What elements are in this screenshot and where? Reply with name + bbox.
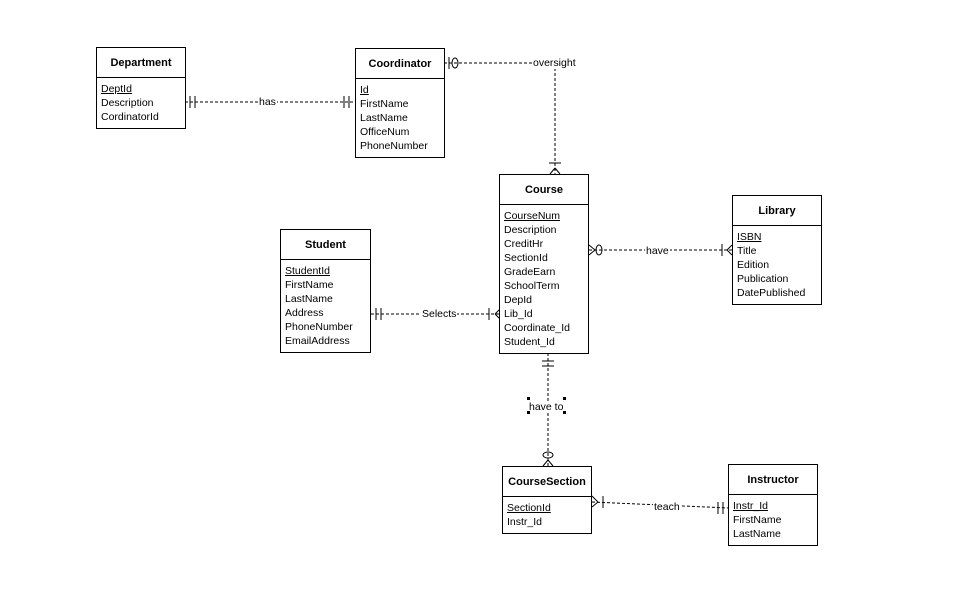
entity-title: Department xyxy=(97,48,185,78)
attribute: FirstName xyxy=(285,279,334,291)
entity-title: Student xyxy=(281,230,370,260)
attribute: DepId xyxy=(504,294,533,306)
selection-handle[interactable] xyxy=(563,411,566,414)
attribute: LastName xyxy=(285,293,333,305)
attribute: SchoolTerm xyxy=(504,280,560,292)
attribute: OfficeNum xyxy=(360,126,410,138)
connector-oversight[interactable] xyxy=(444,57,561,175)
attribute: Title xyxy=(737,245,757,257)
primary-key-attribute: DeptId xyxy=(101,83,132,95)
attribute: PhoneNumber xyxy=(360,140,428,152)
attribute: GradeEarn xyxy=(504,266,556,278)
selection-handle[interactable] xyxy=(527,411,530,414)
rel-label-have: have xyxy=(645,245,670,257)
selection-handle[interactable] xyxy=(527,397,530,400)
attribute: Lib_Id xyxy=(504,308,533,320)
rel-label-selects: Selects xyxy=(421,308,458,320)
attribute: Coordinate_Id xyxy=(504,322,570,334)
entity-title: CourseSection xyxy=(503,467,591,497)
primary-key-attribute: StudentId xyxy=(285,265,330,277)
selection-handle[interactable] xyxy=(563,397,566,400)
attribute: LastName xyxy=(733,528,781,540)
attribute: CordinatorId xyxy=(101,111,159,123)
rel-label-teach: teach xyxy=(653,501,681,513)
rel-label-have-to: have to xyxy=(528,401,565,413)
primary-key-attribute: Id xyxy=(360,84,369,96)
rel-label-has: has xyxy=(258,96,277,108)
attribute: Address xyxy=(285,307,324,319)
attribute: Student_Id xyxy=(504,336,555,348)
attribute: SectionId xyxy=(504,252,548,264)
attribute: LastName xyxy=(360,112,408,124)
attribute: CreditHr xyxy=(504,238,544,250)
attribute: Publication xyxy=(737,273,789,285)
rel-label-oversight: oversight xyxy=(532,57,577,69)
attribute: Edition xyxy=(737,259,770,271)
entity-title: Instructor xyxy=(729,465,817,495)
primary-key-attribute: SectionId xyxy=(507,502,551,514)
attribute: Instr_Id xyxy=(507,516,543,528)
attribute: PhoneNumber xyxy=(285,321,353,333)
primary-key-attribute: Instr_Id xyxy=(733,500,769,512)
attribute: FirstName xyxy=(733,514,782,526)
attribute: Description xyxy=(101,97,154,109)
primary-key-attribute: ISBN xyxy=(737,231,762,243)
entity-title: Library xyxy=(733,196,821,226)
entity-title: Course xyxy=(500,175,588,205)
attribute: FirstName xyxy=(360,98,409,110)
primary-key-attribute: CourseNum xyxy=(504,210,561,222)
attribute: Description xyxy=(504,224,557,236)
attribute: EmailAddress xyxy=(285,335,350,347)
entity-title: Coordinator xyxy=(356,49,444,79)
attribute: DatePublished xyxy=(737,287,806,299)
connector-teach[interactable] xyxy=(591,495,730,514)
